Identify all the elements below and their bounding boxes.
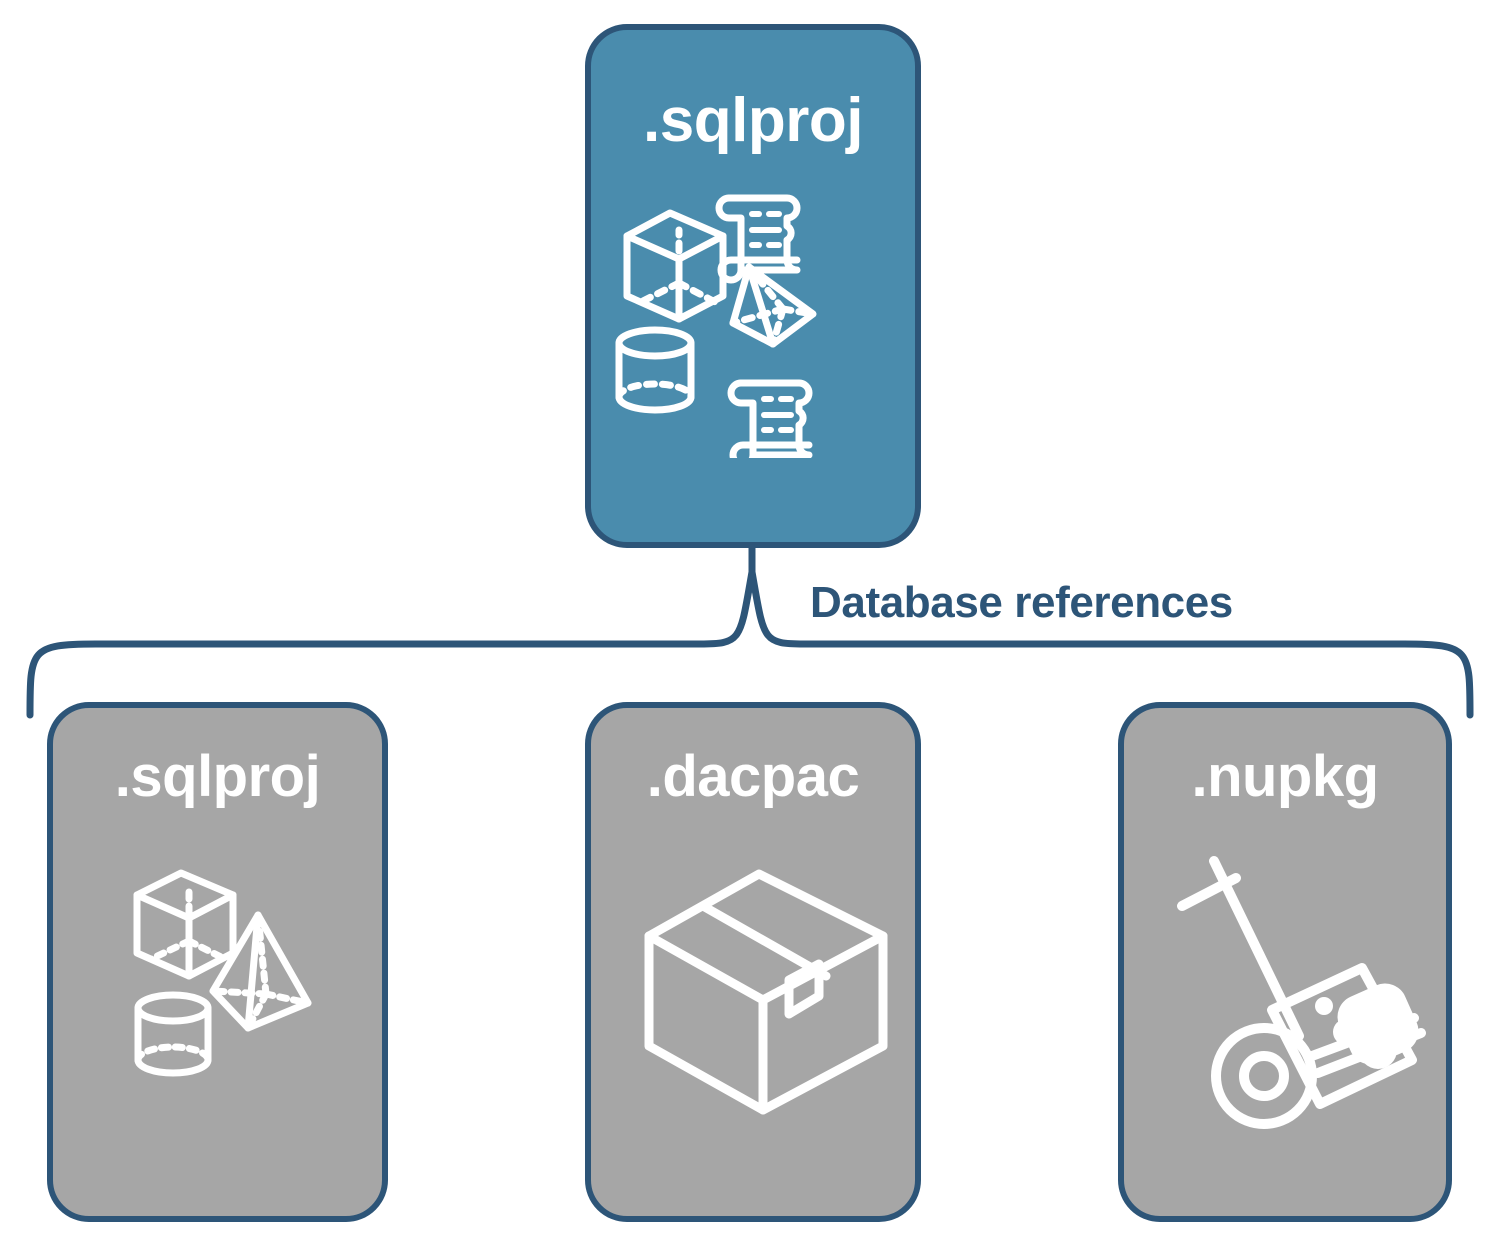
card-child-sqlproj-title: .sqlproj [114, 744, 321, 809]
cube-wireframe-icon [623, 209, 727, 323]
pyramid-wireframe-icon [729, 263, 817, 348]
card-child-dacpac-title: .dacpac [646, 744, 860, 809]
card-root-sqlproj[interactable]: .sqlproj [585, 24, 921, 548]
card-child-sqlproj-icon-group [53, 863, 382, 1123]
card-root-title: .sqlproj [643, 86, 863, 155]
pyramid-wireframe-icon [209, 911, 312, 1032]
card-child-nupkg-title: .nupkg [1191, 744, 1379, 809]
cylinder-wireframe-icon [134, 991, 212, 1077]
dacpac-icons-svg [644, 869, 888, 1115]
scroll-script-icon [715, 194, 801, 284]
card-child-sqlproj[interactable]: .sqlproj [47, 702, 388, 1222]
card-child-nupkg[interactable]: .nupkg [1118, 702, 1452, 1222]
card-child-nupkg-icon-group [1124, 828, 1446, 1158]
nupkg-icons-svg [1177, 856, 1426, 1129]
root-icons-svg [615, 194, 817, 469]
cylinder-wireframe-icon [615, 326, 695, 414]
card-child-dacpac-icon-group [591, 828, 915, 1158]
card-root-icon-group [591, 178, 915, 469]
shipping-box-icon [644, 869, 888, 1115]
brace-path [26, 568, 1474, 719]
hand-truck-package-icon [1177, 856, 1426, 1129]
cube-wireframe-icon [133, 869, 237, 980]
card-child-dacpac[interactable]: .dacpac [585, 702, 921, 1222]
database-references-label: Database references [810, 578, 1233, 627]
scroll-script-icon [727, 379, 813, 469]
sqlproj-child-icons-svg [133, 869, 312, 1077]
